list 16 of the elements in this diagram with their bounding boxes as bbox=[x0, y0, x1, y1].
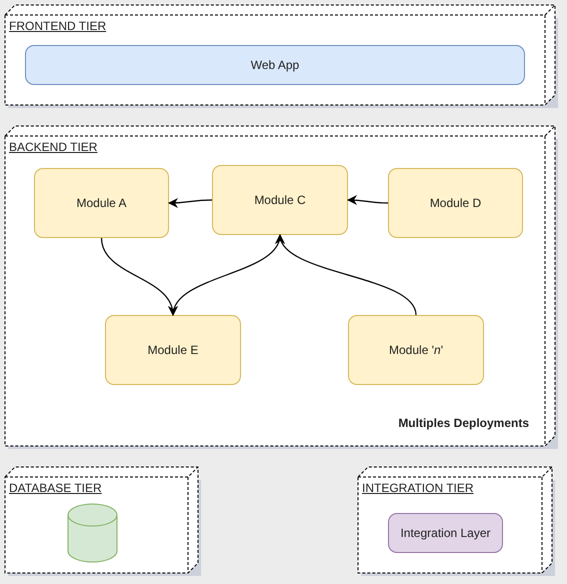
arrow bbox=[168, 198, 212, 208]
cylinder-symbol bbox=[67, 503, 118, 563]
module-box: Module A bbox=[34, 168, 169, 238]
deployment-note: Multiples Deployments bbox=[398, 416, 529, 430]
module-box: Web App bbox=[25, 45, 525, 85]
tier-title: INTEGRATION TIER bbox=[362, 481, 474, 495]
tier-title: BACKEND TIER bbox=[9, 140, 98, 154]
tier-title: DATABASE TIER bbox=[9, 481, 102, 495]
module-box: Integration Layer bbox=[388, 513, 503, 553]
tier-title: FRONTEND TIER bbox=[9, 19, 106, 33]
module-box: Module 'n' bbox=[348, 315, 484, 385]
arrow bbox=[278, 234, 417, 316]
module-box: Module E bbox=[105, 315, 241, 385]
module-box: Module D bbox=[388, 168, 523, 238]
module-box: Module C bbox=[212, 165, 348, 235]
arrow bbox=[347, 195, 388, 206]
